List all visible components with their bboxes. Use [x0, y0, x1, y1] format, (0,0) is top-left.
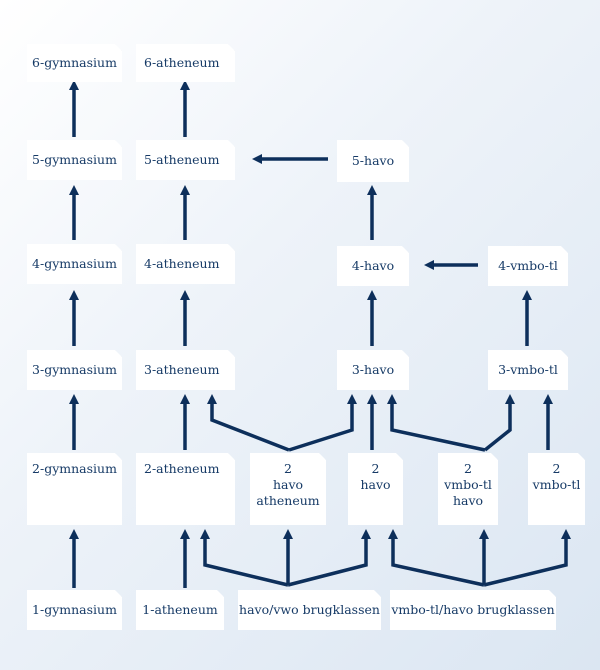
node-4-havo: 4-havo — [337, 246, 409, 286]
arrow-vhb-v2 — [483, 529, 571, 587]
node-3-vmbo-tl: 3-vmbo-tl — [488, 350, 568, 390]
node-3-havo: 3-havo — [337, 350, 409, 390]
node-3-gymnasium: 3-gymnasium — [27, 350, 122, 390]
node-2-vmbo-tl: 2 vmbo-tl — [528, 453, 585, 525]
node-vmbo-tl-havo-brugklassen: vmbo-tl/havo brugklassen — [390, 590, 556, 630]
node-6-atheneum: 6-atheneum — [136, 44, 235, 82]
node-4-gymnasium: 4-gymnasium — [27, 244, 122, 284]
node-2-atheneum: 2-atheneum — [136, 453, 235, 525]
node-2-havo-atheneum: 2 havo atheneum — [250, 453, 326, 525]
node-2-havo: 2 havo — [348, 453, 403, 525]
node-4-atheneum: 4-atheneum — [136, 244, 235, 284]
node-5-atheneum: 5-atheneum — [136, 140, 235, 180]
arrow-vh2-h3 — [387, 394, 486, 452]
node-5-gymnasium: 5-gymnasium — [27, 140, 122, 180]
arrow-vhb-h2 — [388, 529, 485, 587]
node-2-vmbo-tl-havo: 2 vmbo-tl havo — [438, 453, 498, 525]
node-havo-vwo-brugklassen: havo/vwo brugklassen — [238, 590, 381, 630]
node-2-gymnasium: 2-gymnasium — [27, 453, 122, 525]
arrow-hvb-h2 — [287, 529, 371, 587]
node-1-gymnasium: 1-gymnasium — [27, 590, 122, 630]
node-6-gymnasium: 6-gymnasium — [27, 44, 122, 82]
node-1-atheneum: 1-atheneum — [136, 590, 224, 630]
node-3-atheneum: 3-atheneum — [136, 350, 235, 390]
arrow-ha2-h3 — [288, 394, 357, 452]
arrow-vh2-v3 — [483, 394, 515, 452]
node-5-havo: 5-havo — [337, 140, 409, 182]
node-4-vmbo-tl: 4-vmbo-tl — [488, 246, 568, 286]
arrow-ha2-a3 — [207, 394, 290, 452]
arrow-hvb-a2 — [200, 529, 289, 587]
